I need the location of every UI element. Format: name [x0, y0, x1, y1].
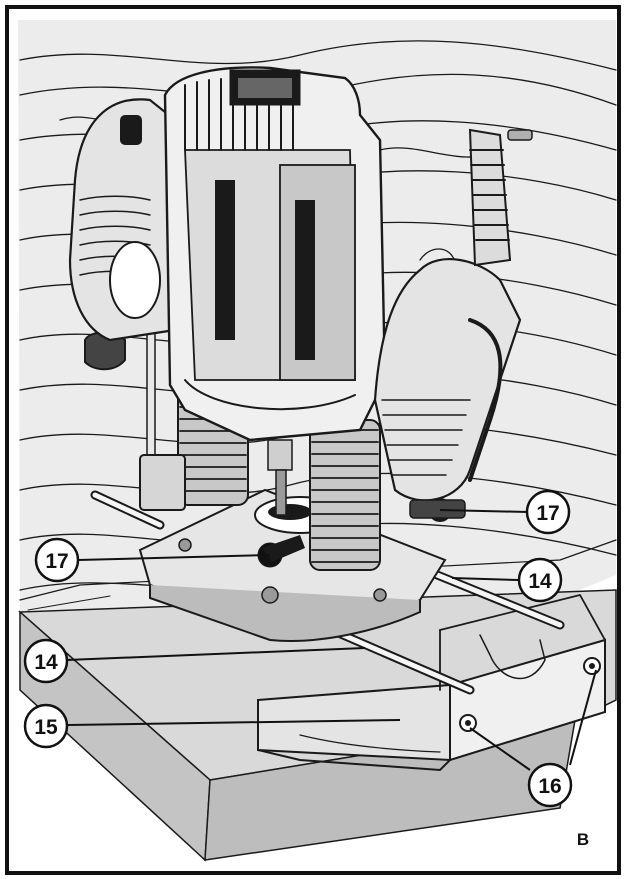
- parallel-fence: [257, 594, 606, 772]
- callout-14-right: 14: [517, 557, 563, 603]
- callout-17-left-label: 17: [45, 550, 68, 573]
- motor-housing: [163, 66, 387, 442]
- leader-lines: [66, 509, 597, 771]
- figure-letter: B: [577, 830, 589, 849]
- callout-17-left: 17: [34, 537, 80, 583]
- left-handle: [68, 98, 177, 342]
- callout-17-top: 17: [525, 489, 571, 535]
- router-collet: [267, 439, 293, 516]
- guide-rods: [90, 490, 565, 695]
- callout-15: 15: [23, 703, 69, 749]
- callout-16-label: 16: [538, 775, 561, 798]
- callout-14-right-label: 14: [528, 570, 552, 593]
- callout-17-top-label: 17: [536, 502, 559, 525]
- workpiece-block: [18, 539, 617, 862]
- right-handle: [373, 128, 533, 502]
- callout-15-label: 15: [34, 716, 58, 739]
- callout-14-left-label: 14: [34, 651, 58, 674]
- callout-16: 16: [527, 762, 573, 808]
- callout-14-left: 14: [23, 638, 69, 684]
